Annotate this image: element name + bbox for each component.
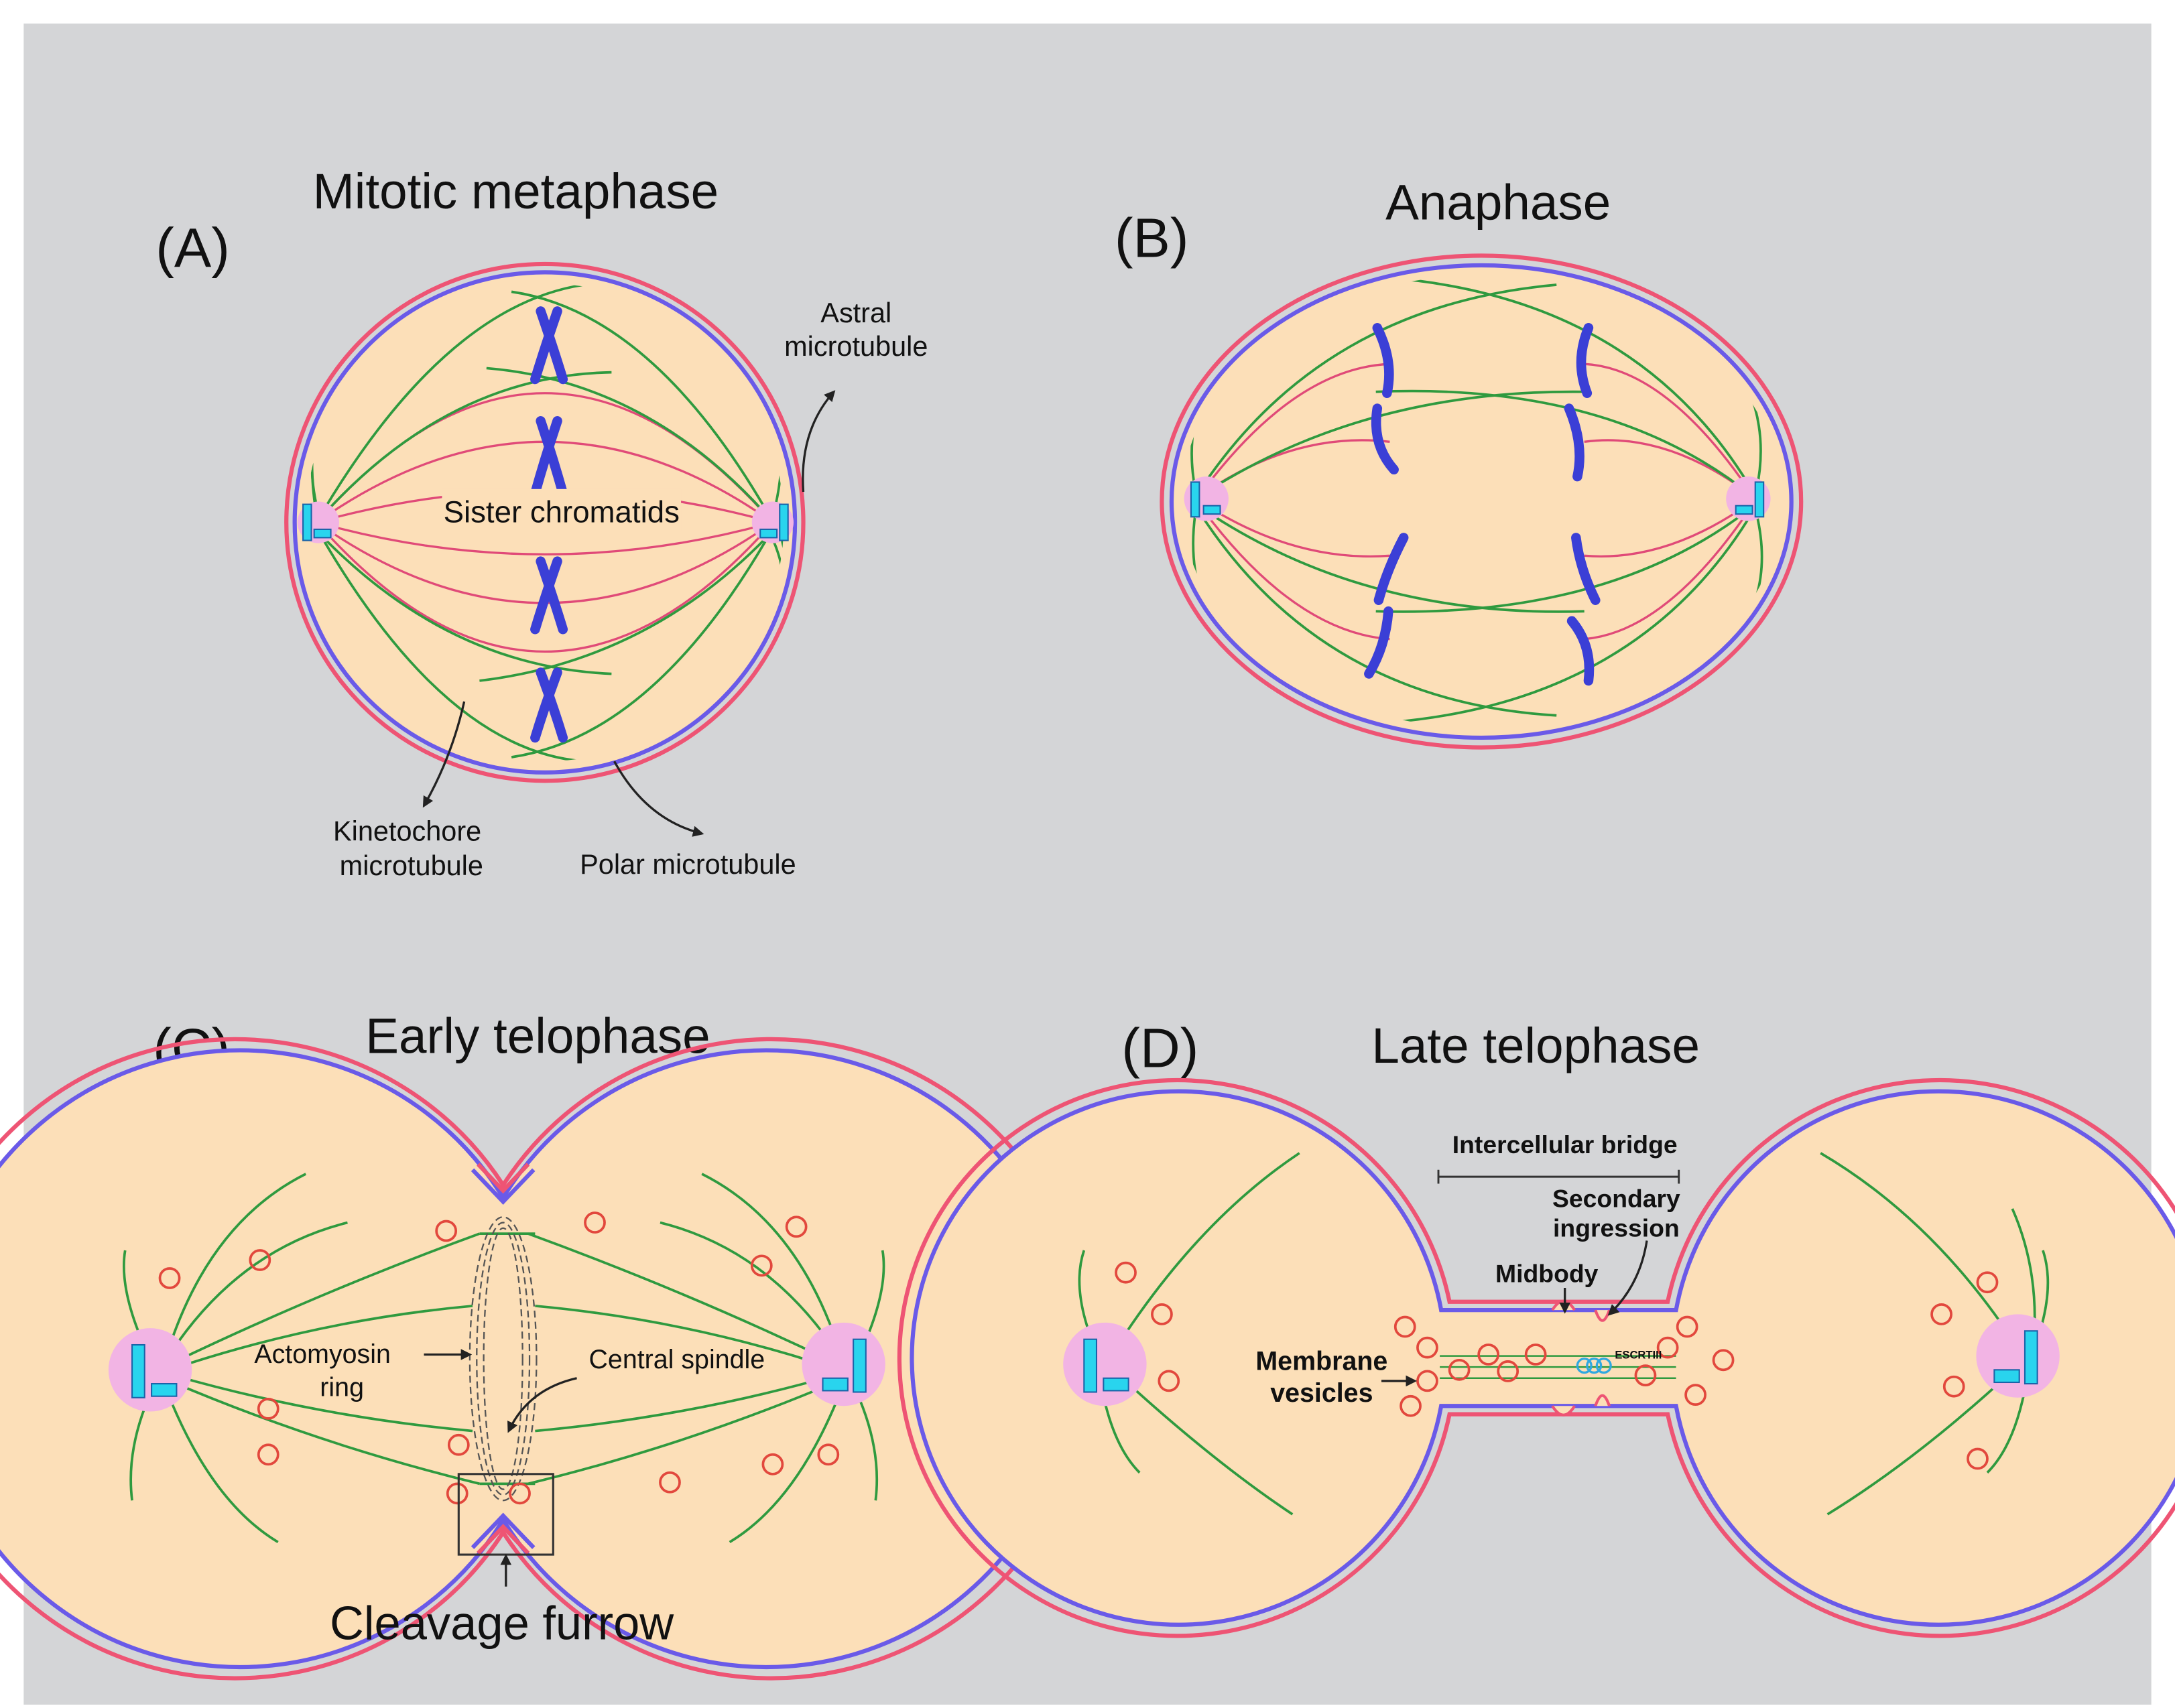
- label-kinetochore-1: Kinetochore: [333, 815, 481, 846]
- cell-membrane-outer: [284, 261, 806, 783]
- label-cleavage-furrow: Cleavage furrow: [330, 1597, 674, 1650]
- polar-microtubules: [1078, 1152, 2050, 1516]
- label-astral-1: Astral: [820, 297, 891, 328]
- panel-c-title: Early telophase: [365, 1008, 710, 1064]
- sister-chromatids: [530, 306, 568, 743]
- panel-a: (A) Mitotic metaphase: [156, 163, 928, 881]
- central-spindle-arrow: [507, 1377, 577, 1433]
- panel-a-letter: (A): [156, 216, 230, 279]
- polar-microtubules: [123, 1173, 885, 1544]
- cell-membrane-inner: [0, 1048, 1077, 1670]
- label-midbody: Midbody: [1495, 1260, 1599, 1288]
- label-kinetochore-2: microtubule: [340, 850, 483, 881]
- centrosome-right: [1726, 476, 1771, 521]
- secondary-arrow: [1607, 1240, 1648, 1316]
- cell-membrane-inner: [1169, 263, 1794, 740]
- label-sister-chromatids: Sister chromatids: [444, 495, 680, 529]
- centrosome-left: [1184, 476, 1229, 521]
- label-central-spindle: Central spindle: [588, 1345, 765, 1374]
- polar-arrow: [613, 761, 704, 837]
- cell-membrane-outer: [0, 1037, 1093, 1681]
- membrane-vesicles: [158, 1211, 840, 1505]
- panel-d: (D) Late telophase: [897, 1016, 2175, 1638]
- label-secondary-2: ingression: [1553, 1213, 1680, 1242]
- label-vesicles-2: vesicles: [1270, 1378, 1373, 1408]
- centrosome-right: [1976, 1314, 2060, 1398]
- cell-membrane-outer: [1160, 253, 1804, 750]
- label-actomyosin-1: Actomyosin: [254, 1339, 391, 1369]
- panel-a-title: Mitotic metaphase: [313, 163, 719, 219]
- panel-b: (B) Anaphase: [1115, 174, 1804, 750]
- panel-d-letter: (D): [1121, 1016, 1198, 1079]
- label-vesicles-1: Membrane: [1255, 1346, 1387, 1376]
- label-secondary-1: Secondary: [1552, 1185, 1680, 1213]
- centrosome-right: [802, 1322, 885, 1406]
- furrow-stripes: [471, 1163, 536, 1555]
- label-intercellular-bridge: Intercellular bridge: [1452, 1130, 1678, 1159]
- centrosome-left: [1063, 1322, 1147, 1406]
- centrosome-left: [297, 501, 340, 543]
- panel-c: (C) Early telophase: [0, 1008, 1093, 1681]
- separated-chromosomes: [1364, 323, 1601, 686]
- panel-b-letter: (B): [1115, 207, 1189, 269]
- label-astral-2: microtubule: [784, 330, 928, 362]
- astral-arrow: [802, 390, 836, 492]
- centrosome-left: [108, 1328, 192, 1412]
- panel-b-title: Anaphase: [1385, 174, 1611, 231]
- panel-d-title: Late telophase: [1371, 1017, 1700, 1073]
- bridge-bracket: [1437, 1169, 1680, 1184]
- centrosome-right: [751, 501, 794, 543]
- escrt-iii-spiral: [1576, 1358, 1612, 1374]
- label-actomyosin-2: ring: [320, 1373, 364, 1402]
- label-escrt-iii: ESCRTIII: [1615, 1349, 1662, 1362]
- kinetochore-arrow: [422, 701, 466, 808]
- cell-membrane-outer: [897, 1078, 2175, 1638]
- label-polar-microtubule: Polar microtubule: [580, 848, 796, 880]
- membrane-vesicles: [1115, 1261, 1999, 1470]
